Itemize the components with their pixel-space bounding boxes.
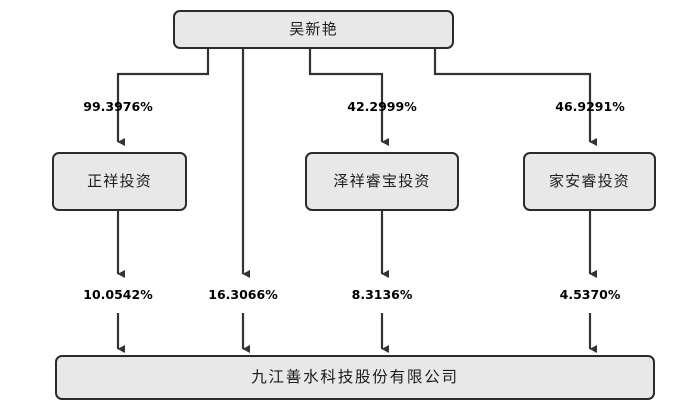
node-jiujiang-shanshui[interactable]: 九江善水科技股份有限公司 (55, 355, 655, 400)
node-zexiang-ruibao-investment[interactable]: 泽祥睿宝投资 (305, 152, 459, 211)
edge-label-zhengxiang-ownership: 99.3976% (83, 99, 153, 114)
node-jian-rui-investment-label: 家安睿投资 (548, 172, 630, 190)
node-jian-rui-investment[interactable]: 家安睿投资 (523, 152, 656, 211)
edge-label-company-stake-2: 16.3066% (208, 287, 278, 302)
edge-label-zexiang-ownership: 42.2999% (347, 99, 417, 114)
node-wu-xinyan-label: 吴新艳 (289, 20, 338, 38)
edge-label-company-stake-1: 10.0542% (83, 287, 153, 302)
connector-top-to-jianrui (433, 49, 597, 146)
node-jiujiang-shanshui-label: 九江善水科技股份有限公司 (251, 367, 459, 386)
node-zhengxiang-investment-label: 正祥投资 (87, 172, 152, 190)
node-wu-xinyan[interactable]: 吴新艳 (173, 10, 454, 49)
node-zhengxiang-investment[interactable]: 正祥投资 (52, 152, 187, 211)
connector-top-to-zhengxiang (116, 49, 210, 146)
edge-label-jianrui-ownership: 46.9291% (555, 99, 625, 114)
edge-label-company-stake-3: 8.3136% (351, 287, 413, 302)
edge-label-company-stake-4: 4.5370% (559, 287, 621, 302)
connector-top-to-zexiang (308, 49, 389, 146)
node-zexiang-ruibao-investment-label: 泽祥睿宝投资 (333, 172, 431, 190)
